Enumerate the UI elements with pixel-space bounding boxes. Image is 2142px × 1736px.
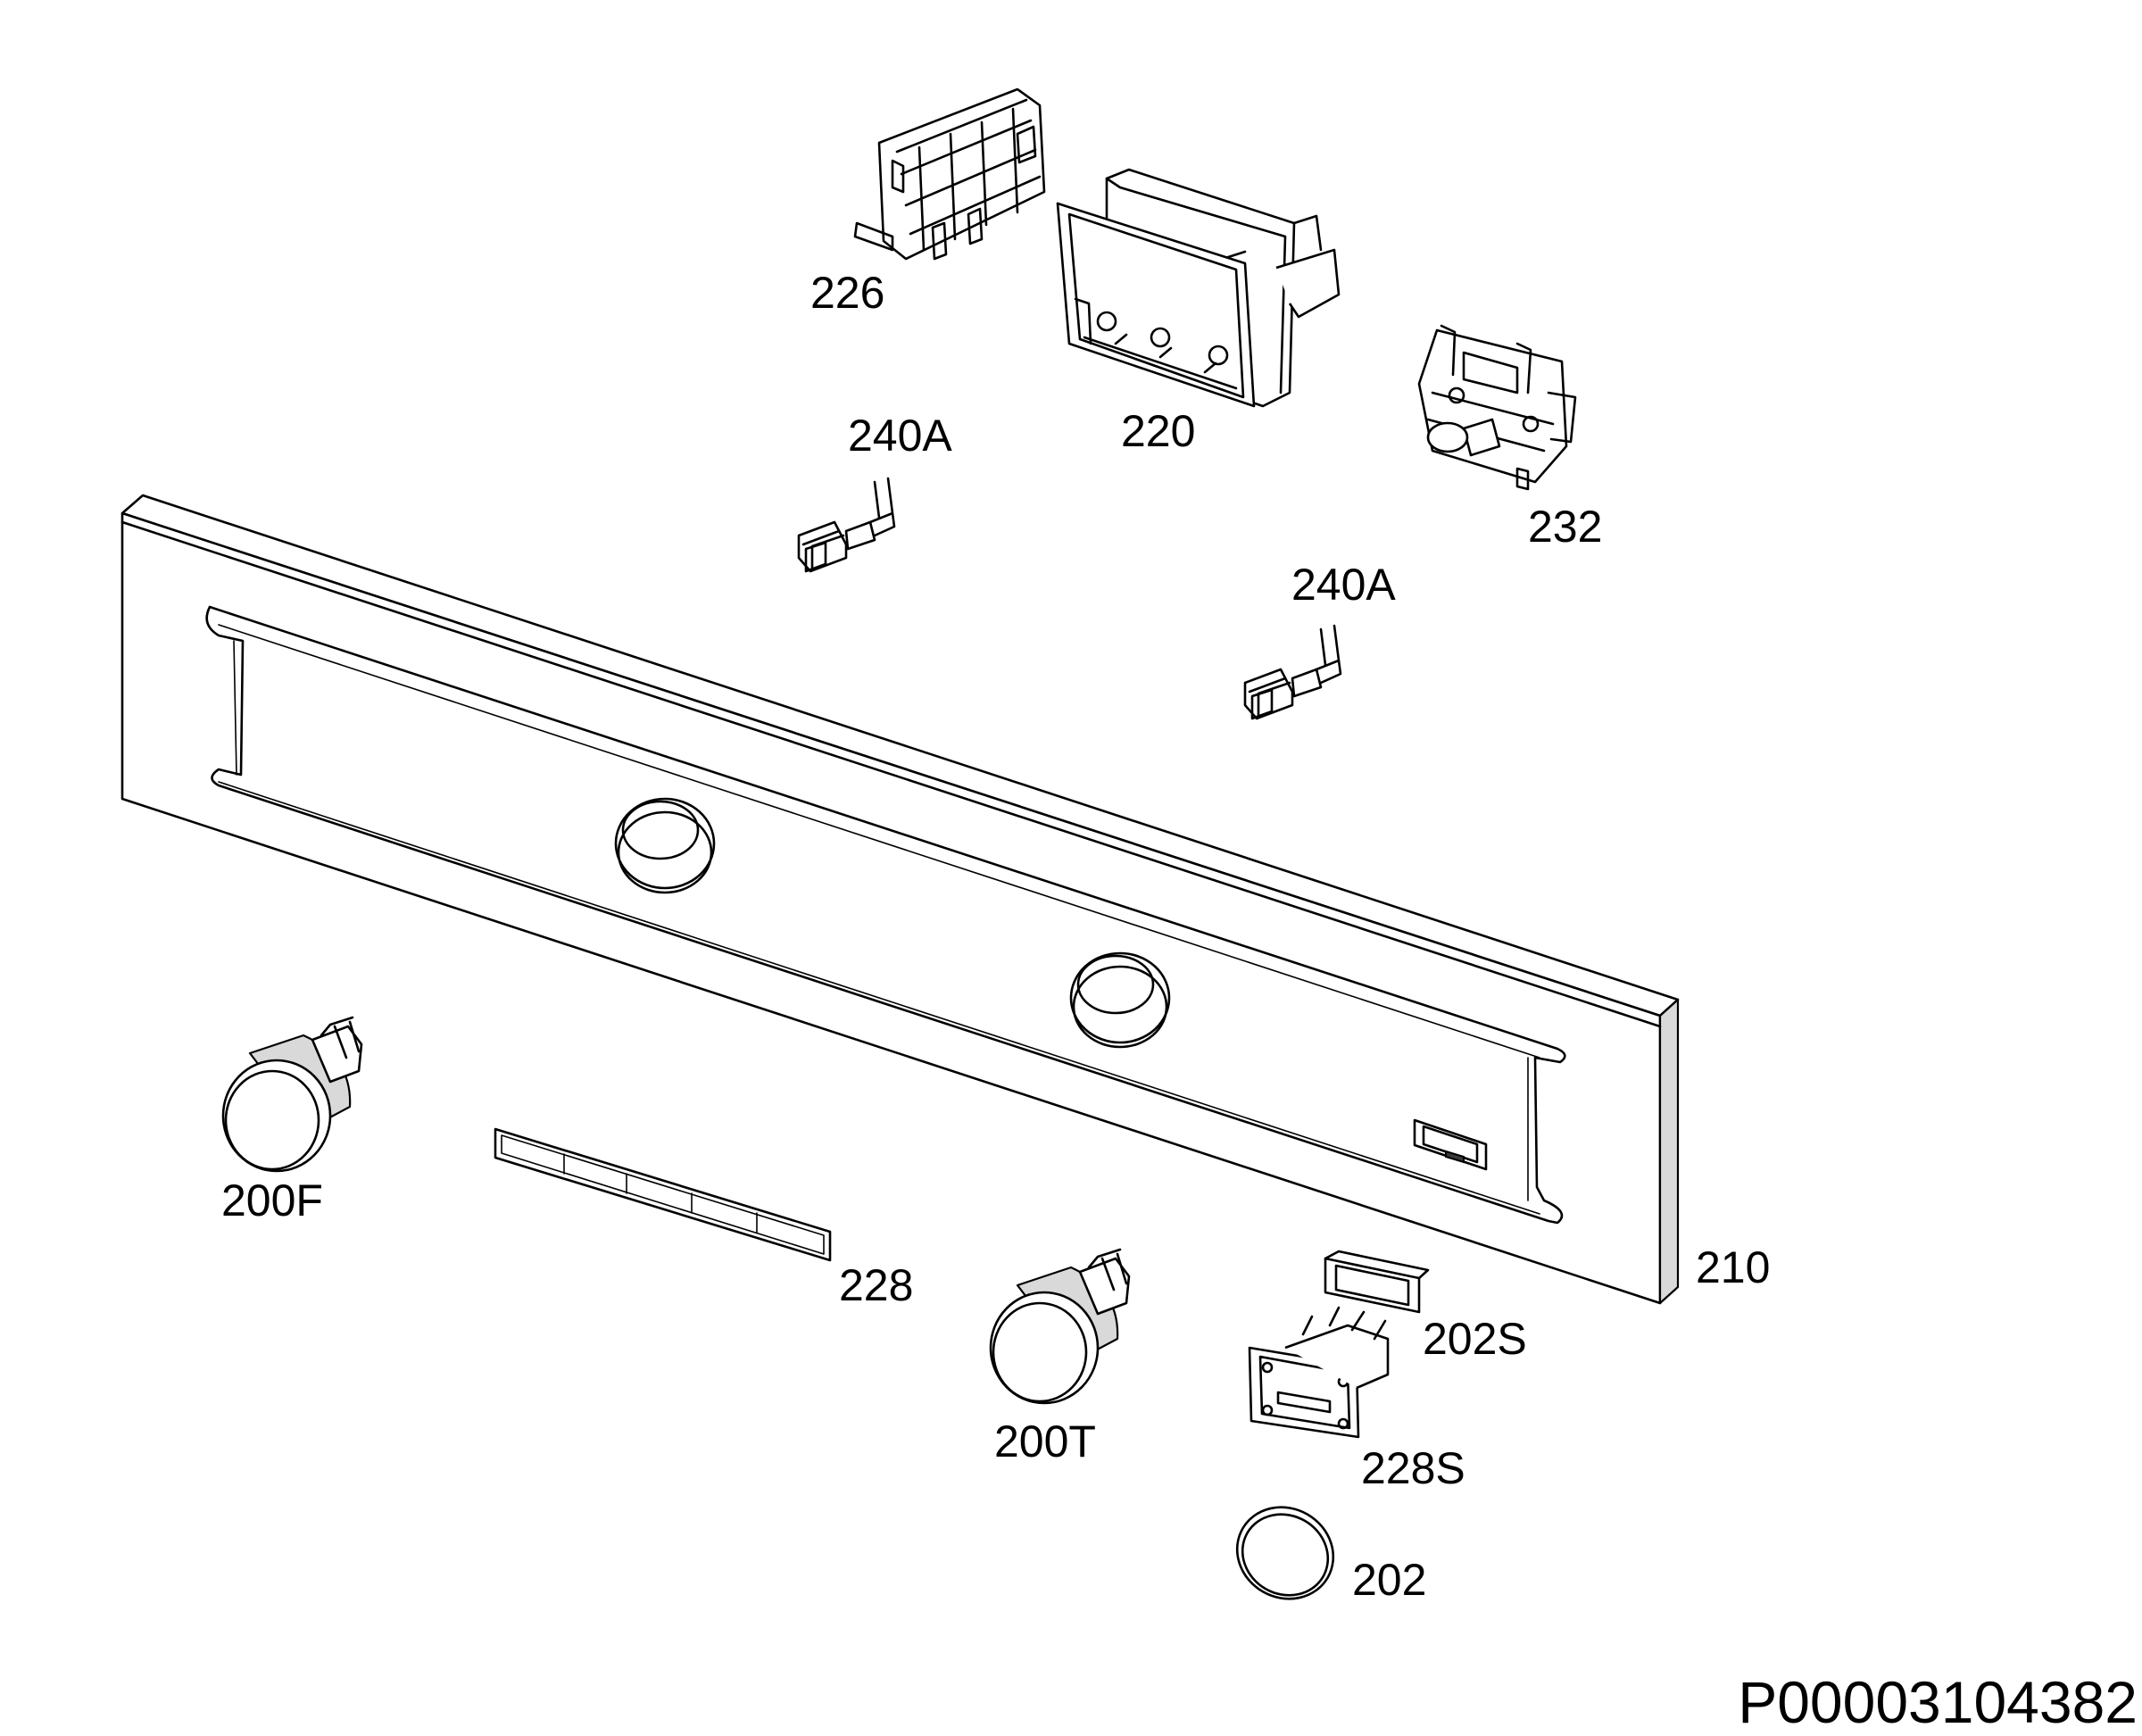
label-202: 202 [1352, 1555, 1426, 1605]
label-226: 226 [810, 268, 884, 318]
label-202s: 202S [1423, 1314, 1527, 1364]
label-240a-mid: 240A [1291, 560, 1396, 610]
part-202s-bezel [1324, 1250, 1430, 1314]
label-200t: 200T [994, 1416, 1096, 1466]
part-200f-knob [221, 1016, 363, 1173]
label-220: 220 [1121, 406, 1195, 456]
part-200t-knob [989, 1248, 1131, 1405]
part-220-display-housing [1056, 168, 1341, 408]
label-228: 228 [839, 1260, 913, 1310]
label-232: 232 [1528, 502, 1602, 552]
part-240a-lamp-holder-upper [797, 477, 896, 573]
label-228s: 228S [1361, 1443, 1465, 1493]
part-210-control-panel [120, 494, 1680, 1305]
label-200f: 200F [221, 1175, 323, 1225]
document-id: P00003104382 [1738, 1669, 2138, 1735]
label-210: 210 [1696, 1242, 1770, 1292]
part-202-ring [1235, 1506, 1335, 1600]
label-240a-top: 240A [848, 411, 952, 461]
part-240a-lamp-holder-middle [1243, 624, 1342, 720]
part-228s-switch-module [1248, 1306, 1390, 1439]
part-226-switch-frame [853, 87, 1046, 261]
part-232-thermostat [1417, 324, 1577, 491]
part-228-display-window [494, 1127, 832, 1262]
